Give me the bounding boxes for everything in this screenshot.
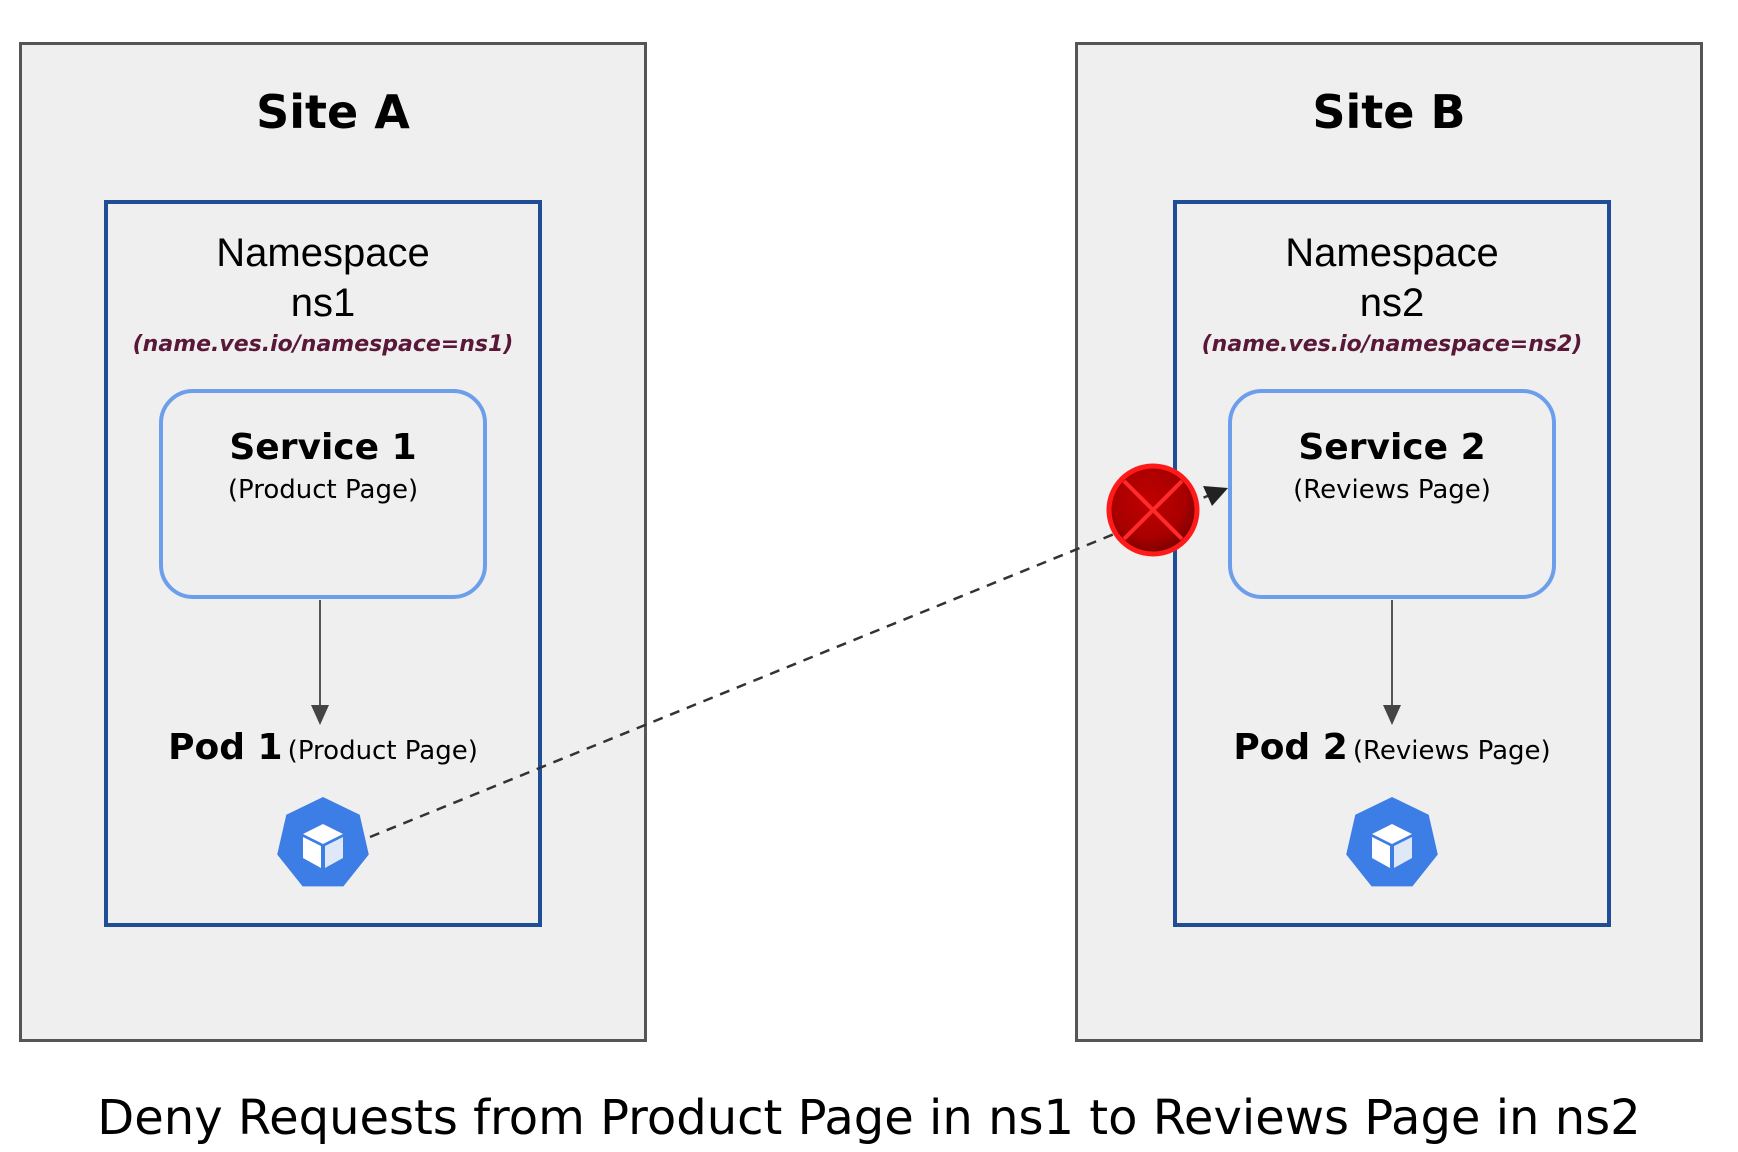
- service-2-subtitle: (Reviews Page): [1293, 475, 1491, 505]
- namespace-ns2-label: (name.ves.io/namespace=ns2): [1201, 332, 1583, 357]
- kubernetes-pod-icon: [1346, 797, 1438, 887]
- service-1-subtitle: (Product Page): [227, 475, 419, 505]
- kubernetes-pod-icon: [277, 797, 369, 887]
- site-b-panel: Site B Namespace ns2 (name.ves.io/namesp…: [1075, 42, 1703, 1042]
- site-a-panel: Site A Namespace ns1 (name.ves.io/namesp…: [19, 42, 647, 1042]
- namespace-ns1-title-line1: Namespace: [216, 231, 430, 275]
- namespace-ns1-box: Namespace ns1 (name.ves.io/namespace=ns1…: [104, 200, 542, 927]
- diagram-caption: Deny Requests from Product Page in ns1 t…: [97, 1090, 1641, 1146]
- namespace-ns1-title-line2: ns1: [290, 281, 356, 325]
- namespace-ns2-title-line2: ns2: [1359, 281, 1425, 325]
- service-1-title: Service 1: [229, 427, 417, 468]
- pod-1-label: Pod 1 (Product Page): [108, 727, 538, 768]
- namespace-ns2-title: Namespace ns2: [1177, 228, 1607, 328]
- pod-1-name: Pod 1: [168, 727, 283, 768]
- site-b-title: Site B: [1312, 85, 1466, 139]
- namespace-ns1-title: Namespace ns1: [108, 228, 538, 328]
- namespace-ns2-box: Namespace ns2 (name.ves.io/namespace=ns2…: [1173, 200, 1611, 927]
- site-a-title: Site A: [256, 85, 410, 139]
- pod-1-subtitle: (Product Page): [287, 736, 478, 766]
- pod-2-subtitle: (Reviews Page): [1352, 736, 1551, 766]
- pod-2-label: Pod 2 (Reviews Page): [1177, 727, 1607, 768]
- service-1-box: Service 1 (Product Page): [159, 389, 487, 599]
- pod-2-name: Pod 2: [1233, 727, 1348, 768]
- service-2-title: Service 2: [1298, 427, 1486, 468]
- namespace-ns2-title-line1: Namespace: [1285, 231, 1499, 275]
- namespace-ns1-label: (name.ves.io/namespace=ns1): [132, 332, 514, 357]
- service-2-box: Service 2 (Reviews Page): [1228, 389, 1556, 599]
